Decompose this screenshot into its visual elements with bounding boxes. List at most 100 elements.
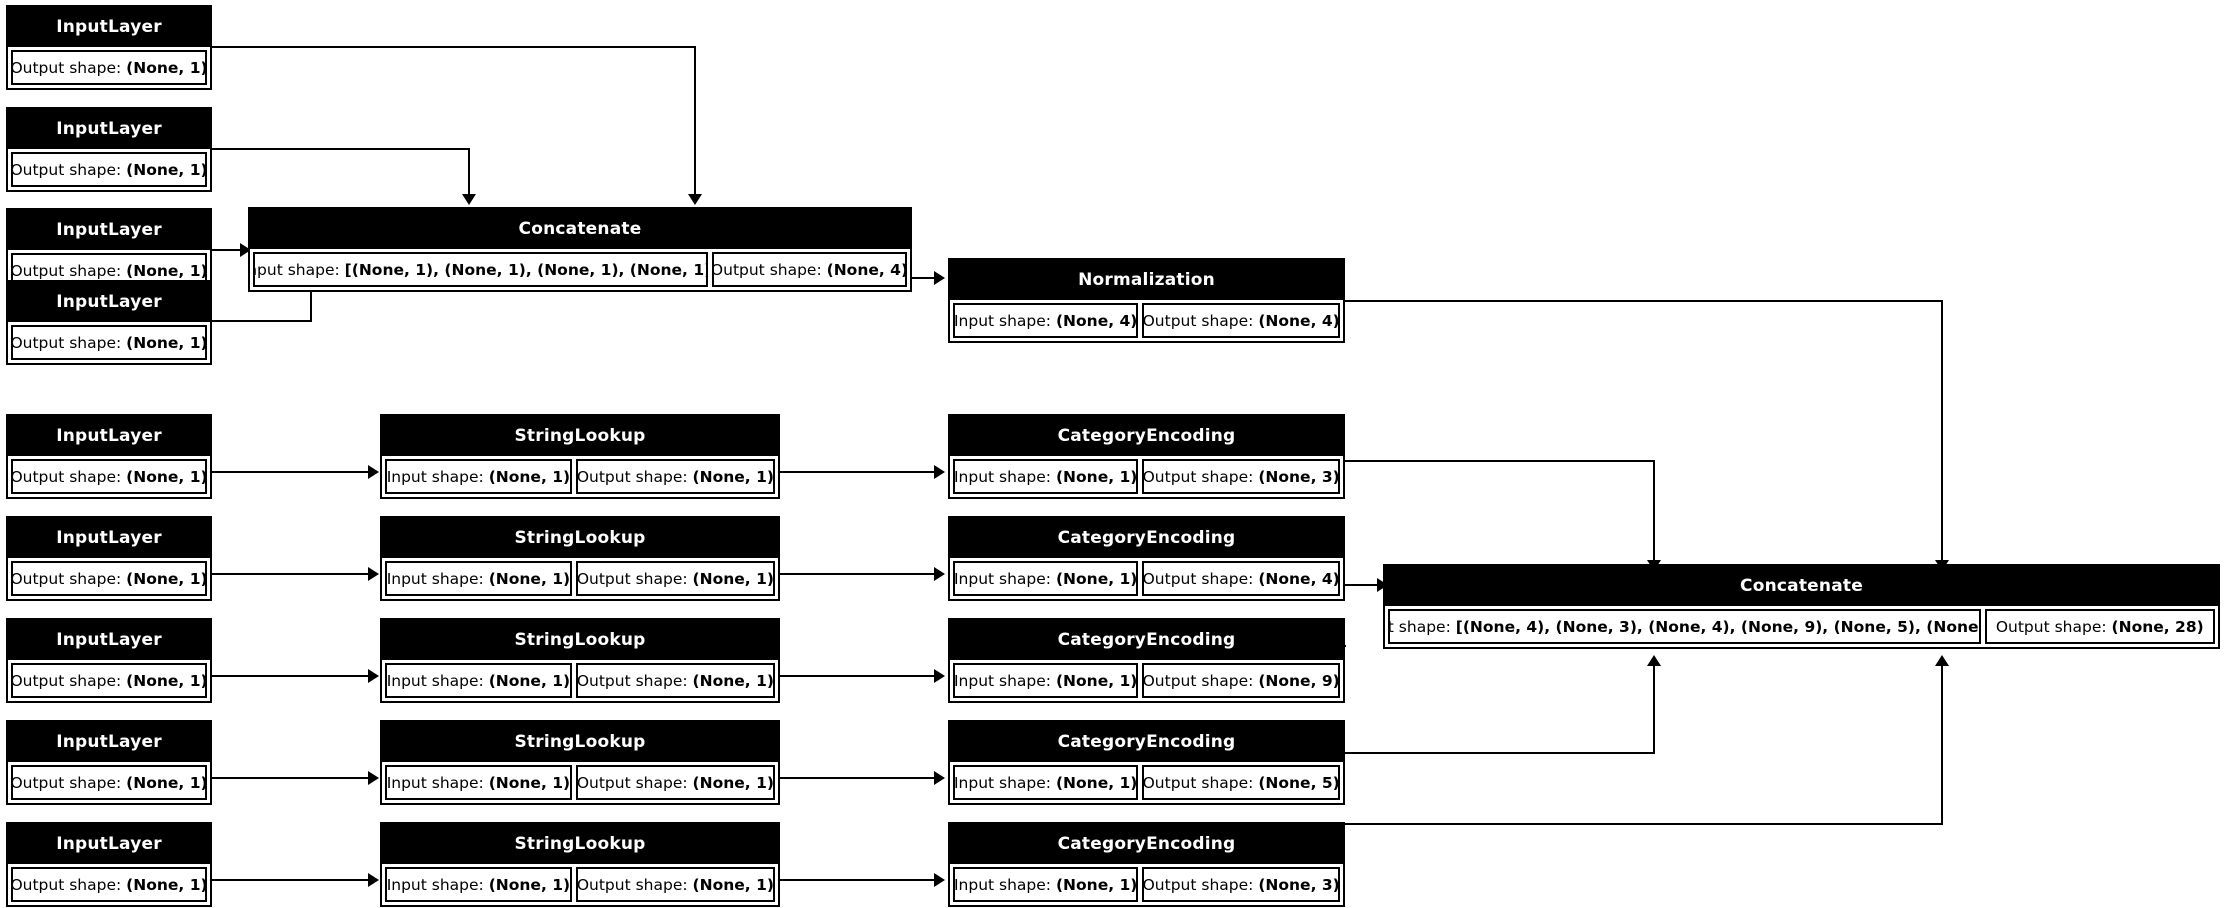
edge-encode2-concatall-arrow: [1377, 578, 1388, 592]
input-shape-label: Input shape:: [386, 569, 484, 588]
node-input-layer-2[interactable]: InputLayer Output shape: (None, 1): [6, 107, 212, 192]
output-shape-value: (None, 4): [1258, 311, 1340, 330]
edge-norm-concatall-v: [1941, 300, 1943, 562]
node-input-shape: Input shape: (None, 1): [953, 561, 1139, 596]
output-shape-value: (None, 28): [2111, 617, 2204, 636]
node-string-lookup-4[interactable]: StringLookup Input shape: (None, 1) Outp…: [380, 720, 780, 805]
output-shape-label: Output shape:: [1142, 311, 1254, 330]
edge-lookup1-encode1-arrow: [934, 465, 945, 479]
node-input-layer-8[interactable]: InputLayer Output shape: (None, 1): [6, 720, 212, 805]
node-title: CategoryEncoding: [950, 416, 1343, 456]
input-shape-value: [(None, 4), (None, 3), (None, 4), (None,…: [1455, 617, 1981, 636]
node-title: InputLayer: [8, 824, 210, 864]
edge-encode2-concatall-h: [1345, 584, 1383, 586]
node-string-lookup-5[interactable]: StringLookup Input shape: (None, 1) Outp…: [380, 822, 780, 907]
node-input-layer-9[interactable]: InputLayer Output shape: (None, 1): [6, 822, 212, 907]
input-shape-label: Input shape:: [953, 773, 1052, 792]
node-string-lookup-2[interactable]: StringLookup Input shape: (None, 1) Outp…: [380, 516, 780, 601]
edge-encode5-concatall-v: [1941, 665, 1943, 825]
node-input-layer-7[interactable]: InputLayer Output shape: (None, 1): [6, 618, 212, 703]
node-input-shape: Input shape: (None, 1): [385, 459, 572, 494]
node-output-shape: Output shape: (None, 1): [575, 663, 775, 698]
edge-input3-concat-arrow: [240, 243, 251, 257]
node-output-shape: Output shape: (None, 1): [575, 867, 775, 902]
node-input-shape: Input shape: (None, 1): [385, 867, 572, 902]
output-shape-label: Output shape:: [711, 260, 822, 279]
output-shape-label: Output shape:: [11, 261, 122, 280]
node-string-lookup-3[interactable]: StringLookup Input shape: (None, 1) Outp…: [380, 618, 780, 703]
edge-concat-norm-h: [912, 277, 940, 279]
edge-lookup2-encode2-h: [780, 573, 938, 575]
output-shape-value: (None, 5): [1258, 773, 1340, 792]
output-shape-label: Output shape:: [1142, 569, 1254, 588]
node-output-shape: Output shape: (None, 28): [1984, 609, 2215, 644]
output-shape-value: (None, 1): [126, 58, 207, 77]
output-shape-label: Output shape:: [11, 773, 122, 792]
output-shape-value: (None, 1): [126, 333, 207, 352]
node-category-encoding-5[interactable]: CategoryEncoding Input shape: (None, 1) …: [948, 822, 1345, 907]
input-shape-label: Input shape:: [386, 671, 484, 690]
edge-input5-lookup1-arrow: [368, 465, 379, 479]
output-shape-value: (None, 1): [126, 569, 207, 588]
node-category-encoding-2[interactable]: CategoryEncoding Input shape: (None, 1) …: [948, 516, 1345, 601]
node-title: Concatenate: [250, 209, 910, 249]
input-shape-label: Input shape:: [1388, 617, 1451, 636]
output-shape-value: (None, 4): [826, 260, 907, 279]
node-title: InputLayer: [8, 416, 210, 456]
edge-encode1-concatall-h: [1345, 460, 1655, 462]
edge-lookup1-encode1-h: [780, 471, 938, 473]
input-shape-value: (None, 1): [1055, 773, 1138, 792]
edge-input1-concat-h: [212, 46, 696, 48]
node-category-encoding-3[interactable]: CategoryEncoding Input shape: (None, 1) …: [948, 618, 1345, 703]
node-input-layer-4[interactable]: InputLayer Output shape: (None, 1): [6, 280, 212, 365]
node-input-layer-1[interactable]: InputLayer Output shape: (None, 1): [6, 5, 212, 90]
node-title: CategoryEncoding: [950, 722, 1343, 762]
node-output-shape: Output shape: (None, 1): [11, 561, 207, 596]
node-input-layer-3[interactable]: InputLayer Output shape: (None, 1): [6, 208, 212, 293]
node-input-layer-5[interactable]: InputLayer Output shape: (None, 1): [6, 414, 212, 499]
edge-input1-concat-v: [694, 46, 696, 196]
node-category-encoding-1[interactable]: CategoryEncoding Input shape: (None, 1) …: [948, 414, 1345, 499]
edge-encode1-concatall-v: [1653, 460, 1655, 562]
output-shape-label: Output shape:: [1995, 617, 2107, 636]
edge-input9-lookup5-arrow: [368, 873, 379, 887]
edge-input2-concat-v: [468, 148, 470, 196]
edge-input7-lookup3-h: [212, 675, 370, 677]
edge-input8-lookup4-arrow: [368, 771, 379, 785]
edge-input9-lookup5-h: [212, 879, 370, 881]
edge-input7-lookup3-arrow: [368, 669, 379, 683]
node-title: StringLookup: [382, 416, 778, 456]
edge-encode3-concatall-h: [1345, 645, 1346, 647]
output-shape-value: (None, 4): [1258, 569, 1340, 588]
node-title: InputLayer: [8, 518, 210, 558]
output-shape-label: Output shape:: [11, 671, 122, 690]
node-title: StringLookup: [382, 824, 778, 864]
input-shape-value: (None, 1): [1055, 671, 1138, 690]
output-shape-value: (None, 1): [126, 261, 207, 280]
edge-input8-lookup4-h: [212, 777, 370, 779]
output-shape-label: Output shape:: [1142, 467, 1254, 486]
input-shape-value: [(None, 1), (None, 1), (None, 1), (None,…: [344, 260, 708, 279]
input-shape-label: Input shape:: [953, 569, 1052, 588]
node-normalization[interactable]: Normalization Input shape: (None, 4) Out…: [948, 258, 1345, 343]
edge-lookup4-encode4-h: [780, 777, 938, 779]
node-string-lookup-1[interactable]: StringLookup Input shape: (None, 1) Outp…: [380, 414, 780, 499]
node-title: Normalization: [950, 260, 1343, 300]
output-shape-label: Output shape:: [11, 333, 122, 352]
node-title: InputLayer: [8, 282, 210, 322]
input-shape-label: Input shape:: [953, 311, 1052, 330]
edge-input2-concat-h: [212, 148, 470, 150]
node-input-shape: Input shape: (None, 1): [953, 765, 1139, 800]
node-concatenate-numeric[interactable]: Concatenate Input shape: [(None, 1), (No…: [248, 207, 912, 292]
node-concatenate-all[interactable]: Concatenate Input shape: [(None, 4), (No…: [1383, 564, 2220, 649]
output-shape-value: (None, 3): [1258, 875, 1340, 894]
input-shape-value: (None, 1): [488, 671, 571, 690]
node-input-layer-6[interactable]: InputLayer Output shape: (None, 1): [6, 516, 212, 601]
input-shape-value: (None, 1): [488, 569, 571, 588]
edge-input2-concat-arrow: [462, 194, 476, 205]
output-shape-label: Output shape:: [11, 160, 122, 179]
node-input-shape: Input shape: [(None, 4), (None, 3), (Non…: [1388, 609, 1981, 644]
node-output-shape: Output shape: (None, 1): [11, 663, 207, 698]
node-input-shape: Input shape: (None, 1): [953, 663, 1139, 698]
node-category-encoding-4[interactable]: CategoryEncoding Input shape: (None, 1) …: [948, 720, 1345, 805]
